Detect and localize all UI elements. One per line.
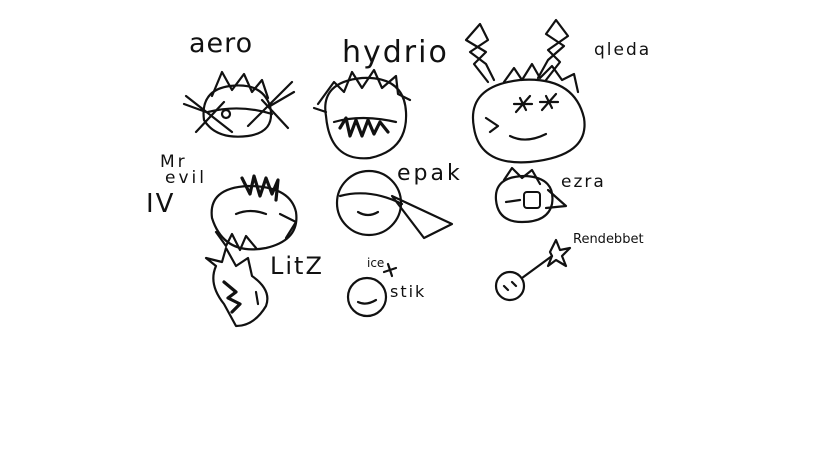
ezra-drawing: [494, 166, 568, 224]
ezra-label: ezra: [561, 172, 606, 192]
mr-label: Mr: [160, 152, 188, 172]
aero-label: aero: [189, 28, 254, 59]
rendebbet-drawing: [494, 238, 572, 302]
mr-evil-drawing: [210, 174, 298, 252]
rendebbet-label: Rendebbet: [573, 232, 644, 247]
epak-label: epak: [397, 161, 463, 186]
ice-label: ice: [367, 256, 385, 270]
stik-label: stik: [390, 282, 427, 301]
evil-label: evil: [165, 168, 207, 188]
aero-drawing: [182, 70, 296, 138]
hydrio-label: hydrio: [342, 35, 449, 70]
litz-label: LitZ: [270, 252, 324, 280]
ice-stik-drawing: [346, 262, 398, 318]
hydrio-drawing: [312, 68, 412, 160]
epak-drawing: [335, 169, 454, 240]
iv-label: IV: [146, 189, 176, 219]
litz-drawing: [204, 246, 269, 328]
qleda-label: qleda: [594, 40, 652, 60]
qleda-drawing: [464, 18, 586, 164]
